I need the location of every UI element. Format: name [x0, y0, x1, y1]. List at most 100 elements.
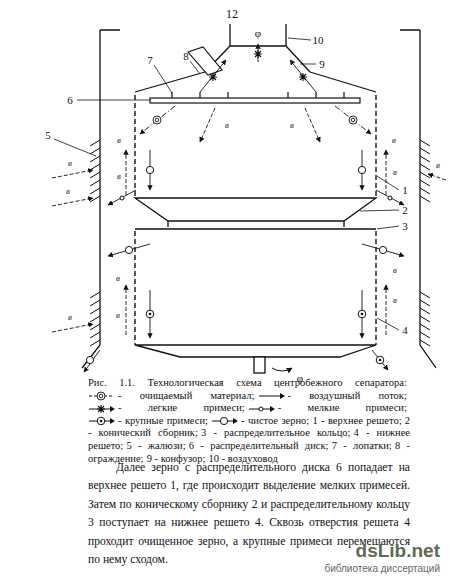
leader-lines: [377, 318, 399, 330]
leader-lines: [377, 226, 399, 229]
flow-letter: в: [392, 266, 398, 275]
conical-collector: [135, 198, 376, 221]
flow-symbols: [358, 310, 366, 318]
part-name: 7 - лопатки;: [332, 440, 392, 451]
louvers: [90, 300, 100, 306]
flow-symbols: [209, 73, 217, 81]
callout-number: 2: [402, 205, 408, 216]
louvers: [420, 300, 430, 306]
callout-number: 4: [402, 325, 408, 336]
callout-number: 5: [45, 130, 51, 141]
louvers: [90, 156, 100, 162]
flow-letter: в: [435, 161, 441, 170]
distribution-ring: [135, 228, 376, 230]
material-flow: [200, 60, 226, 92]
air-flow: [126, 285, 127, 335]
louvers: [90, 188, 100, 194]
air-flow: [200, 108, 215, 142]
louvers: [90, 164, 100, 170]
part-name: 3 - распределительное кольцо;: [201, 427, 350, 438]
louvers: [420, 332, 430, 338]
guard: [135, 72, 376, 92]
conical-collector: [135, 198, 376, 227]
rotation-arrow: [272, 368, 292, 371]
louvers: [90, 140, 430, 346]
material-flow: [140, 106, 175, 134]
flow-symbols: [388, 196, 392, 200]
rotation-arrow: [272, 368, 292, 371]
louvers: [90, 308, 100, 314]
legend-text: - легкие примеси;: [118, 402, 245, 413]
leader-lines: [54, 139, 96, 156]
callout-number: 10: [313, 35, 324, 46]
air-flow: [386, 285, 387, 335]
legend-sample: [88, 391, 116, 401]
air-duct: [230, 24, 286, 46]
leader-lines: [377, 176, 399, 190]
air-flow: [126, 150, 127, 195]
leader-lines: [190, 61, 200, 74]
flow-letter: в: [116, 172, 122, 181]
caption-text: Рис. 1.1. Технологическая схема центробе…: [88, 377, 407, 388]
flow-letter: в: [115, 274, 121, 283]
legend-text: - крупные примеси;: [118, 415, 208, 426]
flow-symbols: [120, 196, 124, 200]
callout-number: 7: [147, 55, 153, 66]
louvers: [90, 196, 100, 202]
part-name: 1 - верхнее решето;: [312, 415, 401, 426]
watermark: dsLib.net: [356, 540, 440, 562]
part-name: 10 - воздуховод: [209, 453, 278, 464]
louvers: [420, 340, 430, 346]
bottom-cone: [135, 345, 376, 357]
louvers: [420, 316, 430, 322]
louvers: [90, 172, 100, 178]
conical-collector: [168, 221, 344, 227]
housing: [420, 30, 436, 368]
material-flow: [84, 44, 404, 372]
leader-lines: [360, 210, 399, 211]
legend-sample: [258, 391, 286, 401]
housing: [82, 30, 436, 368]
louvers: [420, 164, 430, 170]
flow-letter: в: [65, 187, 71, 196]
louvers: [420, 156, 430, 162]
legend-sample: [88, 416, 116, 426]
material-flow: [362, 244, 404, 256]
air-flow: [52, 324, 93, 332]
flow-symbols: [379, 246, 386, 253]
material-flow: [108, 190, 136, 205]
bottom-cone: [254, 357, 265, 373]
flow-symbols: [86, 356, 93, 363]
leader-lines: [54, 38, 399, 330]
legend-entry: - мелкие примеси;: [248, 402, 407, 413]
legend-text: - очищаемый материал;: [118, 390, 254, 401]
flow-symbols: [125, 246, 132, 253]
air-flow: [428, 174, 446, 180]
legend-text: - мелкие примеси;: [278, 402, 407, 413]
material-flow: [372, 350, 388, 370]
legend-text: - воздушный поток;: [288, 390, 407, 401]
louvers: [90, 148, 100, 154]
material-flow: [335, 106, 371, 134]
legend-sample: [248, 404, 276, 414]
louvers: [90, 180, 100, 186]
distribution-ring: [135, 228, 376, 230]
louvers: [420, 308, 430, 314]
air-flow: [305, 108, 320, 142]
leader-lines: [77, 100, 150, 101]
louvers: [420, 188, 430, 194]
leader-lines: [300, 64, 316, 65]
flow-symbols: [299, 73, 307, 81]
lower-sieve: [135, 231, 376, 345]
part-name: 5 - жалюзи;: [126, 440, 185, 451]
part-name: 6 - распределительный диск;: [189, 440, 329, 451]
legend-text: - чистое зерно;: [241, 415, 309, 426]
distribution-disk: [150, 92, 360, 103]
air-flow: [52, 108, 446, 335]
louvers: [90, 316, 100, 322]
air-flow: [386, 150, 387, 195]
air-flow: [52, 198, 93, 206]
louvers: [420, 140, 430, 146]
flow-symbols: [358, 166, 365, 173]
